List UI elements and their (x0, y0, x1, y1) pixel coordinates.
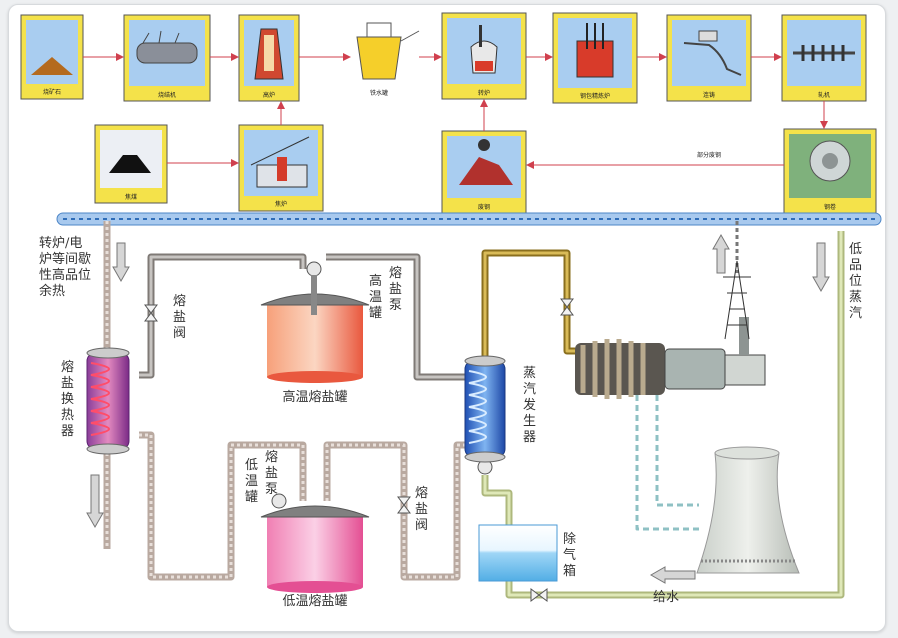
hot-pump-v3: 泵 (389, 298, 402, 313)
low-steam-2: 品 (849, 258, 862, 273)
cold-tank (260, 505, 370, 593)
steam-gen-1: 蒸 (523, 366, 536, 381)
hot-pump-v1: 熔 (389, 266, 402, 281)
cold-tank-label: 低温熔盐罐 (282, 594, 347, 609)
power-tower-icon (723, 260, 751, 340)
coke-box: 焦煤 (94, 124, 168, 204)
valve-steam-icon (560, 298, 574, 316)
rolling-box: 轧机 (781, 14, 867, 102)
ore-label: 烧矿石 (43, 88, 61, 96)
text-labels: 转炉/电 炉等间歇 性高品位 余热 熔 盐 换 热 器 熔 盐 阀 高 温 罐 … (39, 236, 862, 609)
product-label: 钢卷 (824, 203, 836, 211)
hx-char5: 器 (61, 424, 74, 439)
waste-heat-line4: 余热 (39, 283, 65, 299)
eaf-label: 钢包精炼炉 (580, 92, 610, 100)
sinter-label: 烧结机 (158, 91, 176, 99)
salt-valve-top-3: 阀 (173, 326, 186, 341)
deaerator-2: 气 (563, 547, 576, 563)
cold-pump-icon (271, 493, 287, 509)
low-steam-1: 低 (849, 242, 862, 257)
cold-pump-v2: 盐 (265, 466, 278, 481)
diagram-card: 烧矿石 烧结机 高炉 铁水罐 转炉 (8, 4, 886, 632)
casting-label: 连铸 (703, 91, 715, 99)
deaerator-1: 除 (563, 532, 576, 547)
deaerator-3: 箱 (563, 563, 576, 579)
sinter-box: 烧结机 (123, 14, 211, 102)
low-steam-5: 汽 (849, 306, 862, 321)
valve-feed-icon (530, 588, 548, 602)
hot-metal-label: 铁水罐 (370, 89, 388, 97)
converter-label: 转炉 (478, 89, 490, 97)
flow-arrows (86, 233, 830, 584)
waste-heat-line3: 性高品位 (39, 267, 91, 283)
steam-gen-3: 发 (523, 397, 536, 413)
scrap-box: 废钢 (441, 130, 527, 214)
hx-char4: 热 (61, 408, 74, 423)
hx-char2: 盐 (61, 376, 74, 391)
salt-valve-bottom-1: 熔 (415, 486, 428, 501)
valves (144, 298, 574, 602)
steam-gen-2: 汽 (523, 382, 536, 397)
cooling-tower (696, 446, 800, 574)
cold-pump-v3: 泵 (265, 482, 278, 497)
deaerator (478, 524, 558, 582)
coke-label: 焦煤 (125, 193, 137, 201)
waste-heat-line1: 转炉/电 (39, 236, 82, 251)
salt-valve-top-2: 盐 (173, 310, 186, 325)
hx-char1: 熔 (61, 360, 74, 375)
blast-furnace-label: 高炉 (263, 91, 275, 99)
hot-tank (260, 275, 370, 383)
product-box: 钢卷 (783, 128, 877, 214)
coke-oven-label: 焦炉 (275, 200, 287, 208)
cold-tank-v1: 低 (245, 458, 258, 473)
pumps (271, 261, 493, 509)
cold-tank-v2: 温 (245, 474, 258, 489)
hot-tank-label: 高温熔盐罐 (282, 389, 347, 405)
return-scrap-label: 部分废钢 (697, 151, 721, 159)
cold-pump-v1: 熔 (265, 450, 278, 465)
casting-box: 连铸 (666, 14, 752, 102)
steam-gen-4: 生 (523, 414, 536, 429)
hot-pump-v2: 盐 (389, 282, 402, 297)
hot-tank-v2: 温 (369, 290, 382, 305)
valve-hot-icon (144, 304, 158, 322)
feed-water-label: 给水 (653, 590, 679, 605)
header-pipe (56, 212, 882, 226)
coke-oven-box: 焦炉 (238, 124, 324, 212)
salt-valve-top-1: 熔 (173, 294, 186, 309)
process-diagram: 烧矿石 烧结机 高炉 铁水罐 转炉 (20, 12, 882, 609)
rolling-label: 轧机 (818, 91, 830, 99)
turbine-generator (575, 317, 766, 399)
hot-metal-box: 铁水罐 (356, 22, 420, 97)
salt-valve-bottom-3: 阀 (415, 518, 428, 533)
ore-box: 烧矿石 (20, 14, 84, 100)
blast-furnace-box: 高炉 (238, 14, 300, 102)
hx-char3: 换 (61, 392, 74, 407)
waste-heat-line2: 炉等间歇 (39, 251, 91, 267)
low-steam-3: 位 (849, 274, 862, 289)
valve-cold-icon (397, 496, 411, 514)
hot-tank-v1: 高 (369, 273, 382, 289)
top-process: 烧矿石 烧结机 高炉 铁水罐 转炉 (20, 12, 877, 214)
salt-valve-bottom-2: 盐 (415, 502, 428, 517)
steam-gen-5: 器 (523, 430, 536, 445)
process-arrows (83, 53, 828, 169)
steam-generator (464, 355, 506, 463)
converter-box: 转炉 (441, 12, 527, 100)
low-steam-4: 蒸 (849, 290, 862, 305)
eaf-box: 钢包精炼炉 (552, 12, 638, 104)
cold-tank-v3: 罐 (245, 490, 258, 505)
scrap-label: 废钢 (478, 203, 490, 211)
salt-heat-exchanger (86, 347, 130, 455)
hot-tank-v3: 罐 (369, 306, 382, 321)
hot-pump-icon (306, 261, 322, 277)
